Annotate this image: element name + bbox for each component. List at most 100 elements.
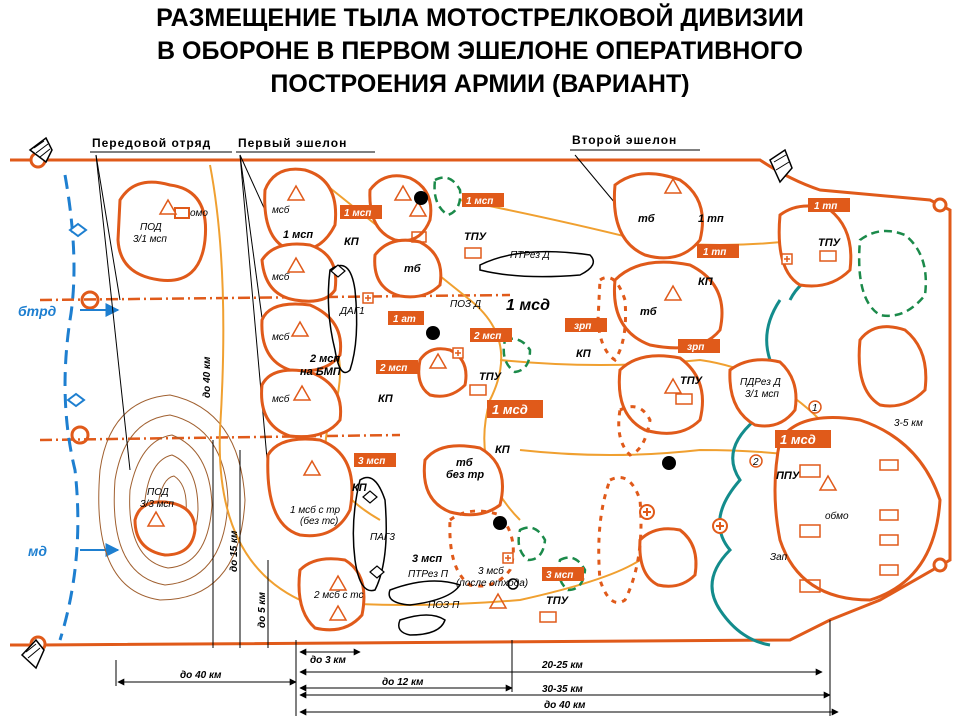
pod-zone-lower: ПОД 3/3 мсп	[133, 487, 197, 557]
poz-p-label: ПОЗ П	[428, 600, 460, 611]
unit-box-text: 3 мсп	[546, 570, 573, 581]
unit-box-text: 1 мсд	[492, 402, 528, 417]
pod-label: ПОД	[147, 487, 169, 498]
unit-box-text: 2 мсп	[473, 331, 501, 342]
direction-arrow-icon	[28, 136, 53, 164]
md-label: мд	[28, 543, 47, 559]
regiment-zones	[368, 172, 942, 602]
kp-label: КП	[378, 393, 394, 405]
unit-box-text: зрп	[574, 321, 591, 332]
unit-box-text: 2 мсп	[379, 363, 407, 374]
msb-label: 1 мсб с тр	[290, 504, 340, 516]
unit-box-zrp: зрп	[565, 318, 607, 332]
tp-text: 1 тп	[698, 213, 724, 225]
zap-label: Зап	[770, 552, 788, 563]
tpu-label: ТПУ	[680, 375, 704, 387]
msp-sub-text: на БМП	[300, 366, 342, 378]
kp-label: КП	[698, 276, 714, 288]
pod-zone-upper: ПОД 3/1 мсп омо	[116, 180, 208, 282]
kp-label: КП	[576, 348, 592, 360]
pod-sub-label: 3/3 мсп	[140, 499, 174, 510]
poz-d-label: ПОЗ Д	[450, 299, 481, 310]
omo-label: омо	[190, 208, 208, 219]
ptrez-p-label: ПТРез П	[408, 569, 449, 580]
title-line-2: В ОБОРОНЕ В ПЕРВОМ ЭШЕЛОНЕ ОПЕРАТИВНОГО	[157, 37, 803, 65]
msp-text: 2 мсп	[309, 353, 340, 365]
unit-box-1msd: 1 мсд	[487, 400, 543, 418]
tb-label: тб	[456, 457, 474, 469]
pod-label: ПОД	[140, 222, 162, 233]
msb-label: (без тс)	[300, 515, 338, 527]
unit-box-1tp: 1 тп	[697, 244, 739, 258]
unit-box-text: 1 тп	[814, 201, 837, 212]
msb-label: мсб	[272, 331, 290, 343]
kp-label: КП	[495, 444, 511, 456]
msb-label: мсб	[272, 393, 290, 405]
echelon-headers: Передовой отряд Первый эшелон Второй эше…	[90, 133, 700, 471]
msb-sub-label: (после отхода)	[456, 578, 528, 589]
msb-label: 2 мсб с тс	[313, 589, 363, 601]
distance-v5: до 5 км	[257, 592, 268, 628]
tb-label: тб	[404, 263, 422, 275]
tb-label: тб	[640, 306, 658, 318]
distance-h40-left: до 40 км	[180, 670, 222, 681]
tpu-label: ТПУ	[546, 595, 570, 607]
unit-box-1tp: 1 тп	[808, 198, 850, 212]
distance-h40-bottom: до 40 км	[544, 700, 586, 711]
msp-text: 1 мсп	[283, 229, 313, 241]
tb-label: тб	[638, 213, 656, 225]
kp-label: КП	[344, 236, 360, 248]
pdrez-sub-label: 3/1 мсп	[745, 389, 779, 400]
unit-box-text: 1 ат	[393, 314, 416, 325]
map-title: РАЗМЕЩЕНИЕ ТЫЛА МОТОСТРЕЛКОВОЙ ДИВИЗИИ В…	[0, 2, 960, 101]
msb-label: мсб	[272, 204, 290, 216]
unit-box-text: 3 мсп	[358, 456, 385, 467]
distance-scales	[115, 440, 839, 716]
msp-text: 3 мсп	[412, 553, 442, 565]
front-line	[58, 174, 120, 641]
msd-label: 1 мсд	[506, 297, 550, 314]
tpu-label: ТПУ	[464, 231, 488, 243]
distance-v40: до 40 км	[202, 356, 213, 398]
unit-box-3msp: 3 мсп	[354, 453, 396, 467]
title-line-3: ПОСТРОЕНИЯ АРМИИ (ВАРИАНТ)	[270, 70, 690, 98]
msb-label: мсб	[272, 271, 290, 283]
marker-1: 1	[812, 403, 818, 414]
unit-box-2msp: 2 мсп	[376, 360, 418, 374]
marker-2: 2	[752, 457, 759, 468]
distance-h20-25: 20-25 км	[541, 660, 583, 671]
dag1-label: ДАГ1	[339, 306, 365, 317]
distance-v15: до 15 км	[229, 530, 240, 572]
obmo-label: обмо	[825, 510, 849, 522]
title-line-1: РАЗМЕЩЕНИЕ ТЫЛА МОТОСТРЕЛКОВОЙ ДИВИЗИИ	[156, 4, 804, 32]
unit-box-text: 1 мсд	[780, 432, 816, 447]
unit-box-1msp: 1 мсп	[462, 193, 504, 207]
fuel-point-icons	[414, 191, 676, 590]
support-areas	[327, 250, 595, 636]
tpu-label: ТПУ	[818, 237, 842, 249]
tpu-label: ТПУ	[479, 371, 503, 383]
ptrez-d-label: ПТРез Д	[510, 250, 550, 261]
ppu-label: ППУ	[776, 470, 801, 482]
unit-box-text: 1 мсп	[344, 208, 371, 219]
unit-box-2msp: 2 мсп	[470, 328, 512, 342]
unit-box-text: 1 мсп	[466, 196, 493, 207]
unit-box-1at: 1 ат	[388, 311, 424, 325]
msb-zones: мсб мсб мсб мсб 1 мсп 2 мсп на БМП 1 мсб…	[260, 167, 366, 632]
kp-label: КП	[352, 482, 368, 494]
distance-h3: до 3 км	[310, 655, 346, 666]
header-first-echelon: Первый эшелон	[238, 136, 347, 150]
distance-h12: до 12 км	[382, 677, 424, 688]
unit-box-1msp: 1 мсп	[340, 205, 382, 219]
numbered-markers: 1 2	[749, 400, 822, 468]
unit-box-text: 1 тп	[703, 247, 726, 258]
direction-arrow-icon	[769, 148, 793, 184]
dashed-areas	[433, 176, 927, 604]
pdrez-d-label: ПДРез Д	[740, 377, 781, 388]
header-forward-detachment: Передовой отряд	[92, 136, 211, 150]
unit-box-3msp: 3 мсп	[542, 567, 584, 581]
btrd-label: бтрд	[18, 303, 57, 319]
pag3-label: ПАГ3	[370, 532, 395, 543]
km-label: 3-5 км	[894, 418, 923, 429]
